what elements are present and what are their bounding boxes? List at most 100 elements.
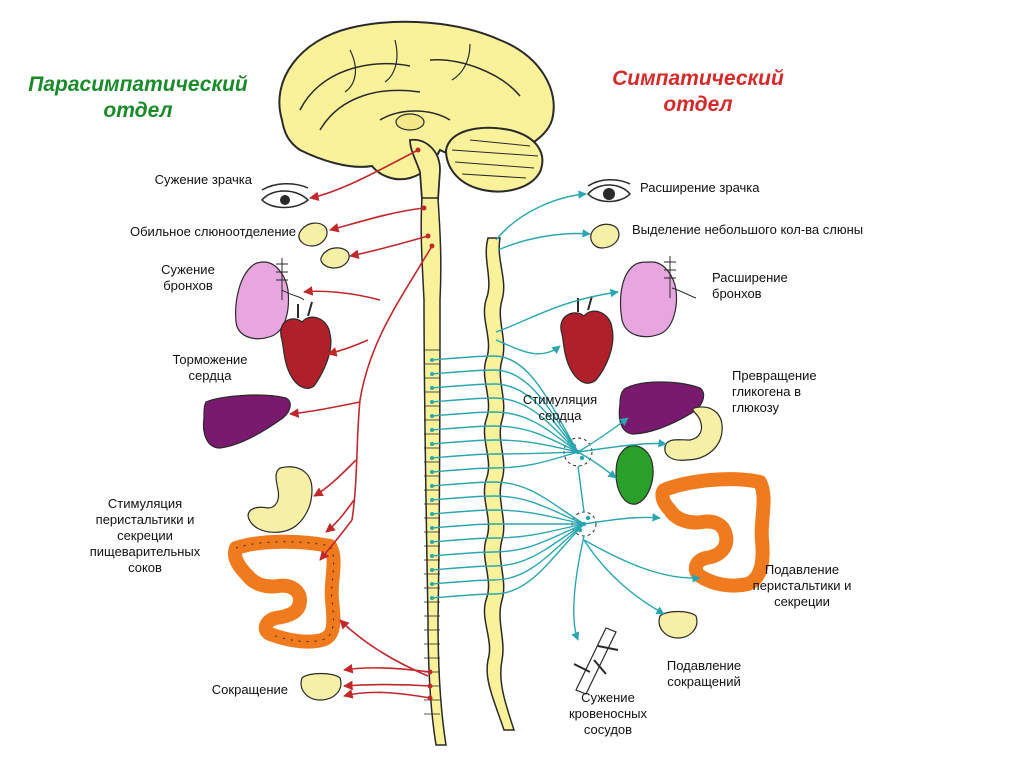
postganglionic-fiber <box>493 495 585 525</box>
label-symp-bladder: Подавление сокращений <box>666 658 742 689</box>
preganglionic-fiber <box>431 397 495 403</box>
preganglionic-fiber <box>431 355 495 361</box>
label-symp-glycogen: Превращение гликогена в глюкозу <box>732 368 817 415</box>
postganglionic-fiber <box>493 523 585 567</box>
heart-icon <box>560 295 614 384</box>
eye-icon <box>260 183 310 209</box>
ganglion-dot <box>577 527 583 533</box>
postganglionic-fiber <box>493 523 585 539</box>
preganglionic-fiber <box>431 369 495 375</box>
preganglionic-fiber <box>431 537 495 543</box>
preganglionic-fiber <box>431 551 495 557</box>
nerve-celiac-stomach <box>577 438 667 453</box>
salivary-gland-icon <box>298 222 350 269</box>
fiber-origin-dot <box>430 428 434 432</box>
label-para-digestion: Стимуляция перистальтики и секреции пище… <box>89 496 201 575</box>
parasympathetic-nerves <box>289 149 433 699</box>
postganglionic-fiber <box>493 509 585 525</box>
stomach-icon <box>247 466 313 533</box>
preganglionic-fiber <box>431 467 495 473</box>
gallbladder-icon <box>615 445 654 505</box>
preganglionic-fiber <box>431 383 495 389</box>
fiber-origin-dot <box>430 456 434 460</box>
ganglion-dot <box>581 521 587 527</box>
nerve-saliva-1 <box>329 207 425 233</box>
label-para-bladder: Сокращение <box>211 682 288 697</box>
fiber-origin-dot <box>430 568 434 572</box>
preganglionic-fiber <box>431 481 495 487</box>
label-para-bronchi: Сужение бронхов <box>161 262 215 293</box>
nerve-celiac-liver <box>577 417 629 453</box>
preganglionic-fiber <box>431 565 495 571</box>
nerve-sacral-1 <box>343 663 431 674</box>
postganglionic-fiber <box>493 523 585 553</box>
postganglionic-fiber <box>493 481 585 525</box>
sympathetic-ganglion-dots <box>430 358 591 600</box>
nerve-bladder <box>583 539 665 615</box>
label-para-pupil: Сужение зрачка <box>154 172 252 187</box>
nerve-intestine-2 <box>319 519 353 561</box>
postganglionic-fiber <box>493 397 579 453</box>
fiber-origin-dot <box>430 512 434 516</box>
eye-icon <box>586 179 632 203</box>
fiber-origin-dot <box>430 484 434 488</box>
lungs-icon <box>619 256 697 338</box>
label-symp-saliva: Выделение небольшого кол-ва слюны <box>632 222 864 237</box>
label-symp-bronchi: Расширение бронхов <box>712 270 788 301</box>
preganglionic-fiber <box>431 509 495 515</box>
fiber-origin-dot <box>430 470 434 474</box>
nerve-heart-link <box>495 339 561 355</box>
preganglionic-fiber <box>431 579 495 585</box>
preganglionic-fiber <box>431 425 495 431</box>
heart-icon <box>280 301 332 389</box>
sympathetic-efferents <box>495 190 701 641</box>
ganglion-dot <box>579 455 585 461</box>
fiber-origin-dot <box>430 498 434 502</box>
fiber-origin-dot <box>430 386 434 390</box>
nerve-sacral-2 <box>343 680 431 691</box>
nerve-sacral-colon <box>339 619 429 677</box>
label-symp-pupil: Расширение зрачка <box>640 180 760 195</box>
postganglionic-fiber <box>493 451 579 469</box>
intestine-icon <box>655 472 771 593</box>
sympathetic-chain-icon <box>483 237 516 731</box>
fiber-origin-dot <box>430 582 434 586</box>
brain-icon <box>278 20 555 201</box>
preganglionic-fiber <box>431 439 495 445</box>
postganglionic-fiber <box>493 523 585 595</box>
label-symp-vessels: Сужение кровеносных сосудов <box>568 690 648 737</box>
parasympathetic-title: Парасимпатический отдел <box>28 73 248 122</box>
preganglionic-fiber <box>431 593 495 599</box>
nerve-mesenteric-intestine <box>583 513 661 525</box>
fiber-origin-dot <box>430 414 434 418</box>
label-symp-heart: Стимуляция сердца <box>522 392 598 423</box>
preganglionic-fiber <box>431 495 495 501</box>
nerve-bronchi <box>495 288 619 333</box>
nerve-intestine-1 <box>325 499 355 533</box>
preganglionic-fiber <box>431 453 495 459</box>
label-para-heart: Торможение сердца <box>172 352 248 383</box>
label-symp-digestion: Подавление перистальтики и секреции <box>752 562 852 609</box>
fiber-origin-dot <box>430 526 434 530</box>
liver-icon <box>202 394 291 449</box>
nerve-pupil <box>495 190 587 241</box>
nerve-celiac-gall <box>577 451 617 479</box>
fiber-origin-dot <box>430 358 434 362</box>
sympathetic-nerves <box>431 355 585 599</box>
postganglionic-fiber <box>493 439 579 453</box>
fiber-origin-dot <box>430 554 434 558</box>
postganglionic-fiber <box>493 451 579 455</box>
fiber-origin-dot <box>430 596 434 600</box>
lungs-icon <box>235 258 305 340</box>
ganglion-dot <box>571 443 577 449</box>
fiber-origin-dot <box>430 372 434 376</box>
nerve-mesenteric-colon <box>583 539 701 583</box>
nerve-stomach <box>313 459 357 497</box>
nerve-vessels <box>571 535 585 641</box>
ganglion-dot <box>575 449 581 455</box>
intestine-icon <box>228 534 341 649</box>
fiber-origin-dot <box>430 540 434 544</box>
postganglionic-fiber <box>493 383 579 453</box>
nerve-heart <box>327 339 369 357</box>
